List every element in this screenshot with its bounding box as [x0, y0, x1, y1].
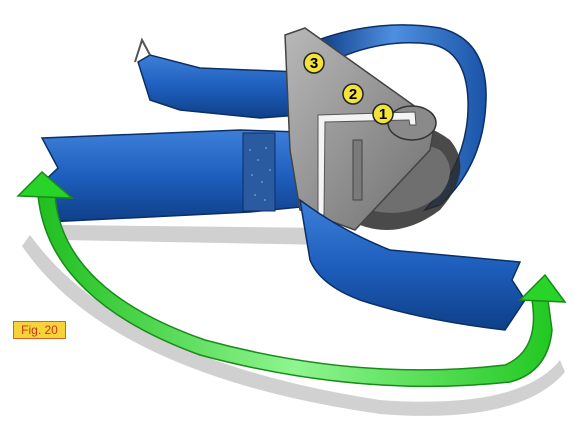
buckle: [284, 27, 437, 231]
callout-1-number: 1: [379, 106, 387, 123]
callout-2: 2: [342, 83, 364, 105]
figure-label: Fig. 20: [13, 321, 66, 339]
callout-2-number: 2: [349, 86, 357, 103]
stitched-patch: [242, 132, 276, 212]
callout-3-number: 3: [310, 55, 318, 72]
lower-strap: [38, 129, 351, 223]
callout-3: 3: [303, 52, 325, 74]
callout-1: 1: [372, 103, 394, 125]
curved-arrow-icon: [16, 170, 567, 388]
strap-free-end: [298, 198, 526, 331]
